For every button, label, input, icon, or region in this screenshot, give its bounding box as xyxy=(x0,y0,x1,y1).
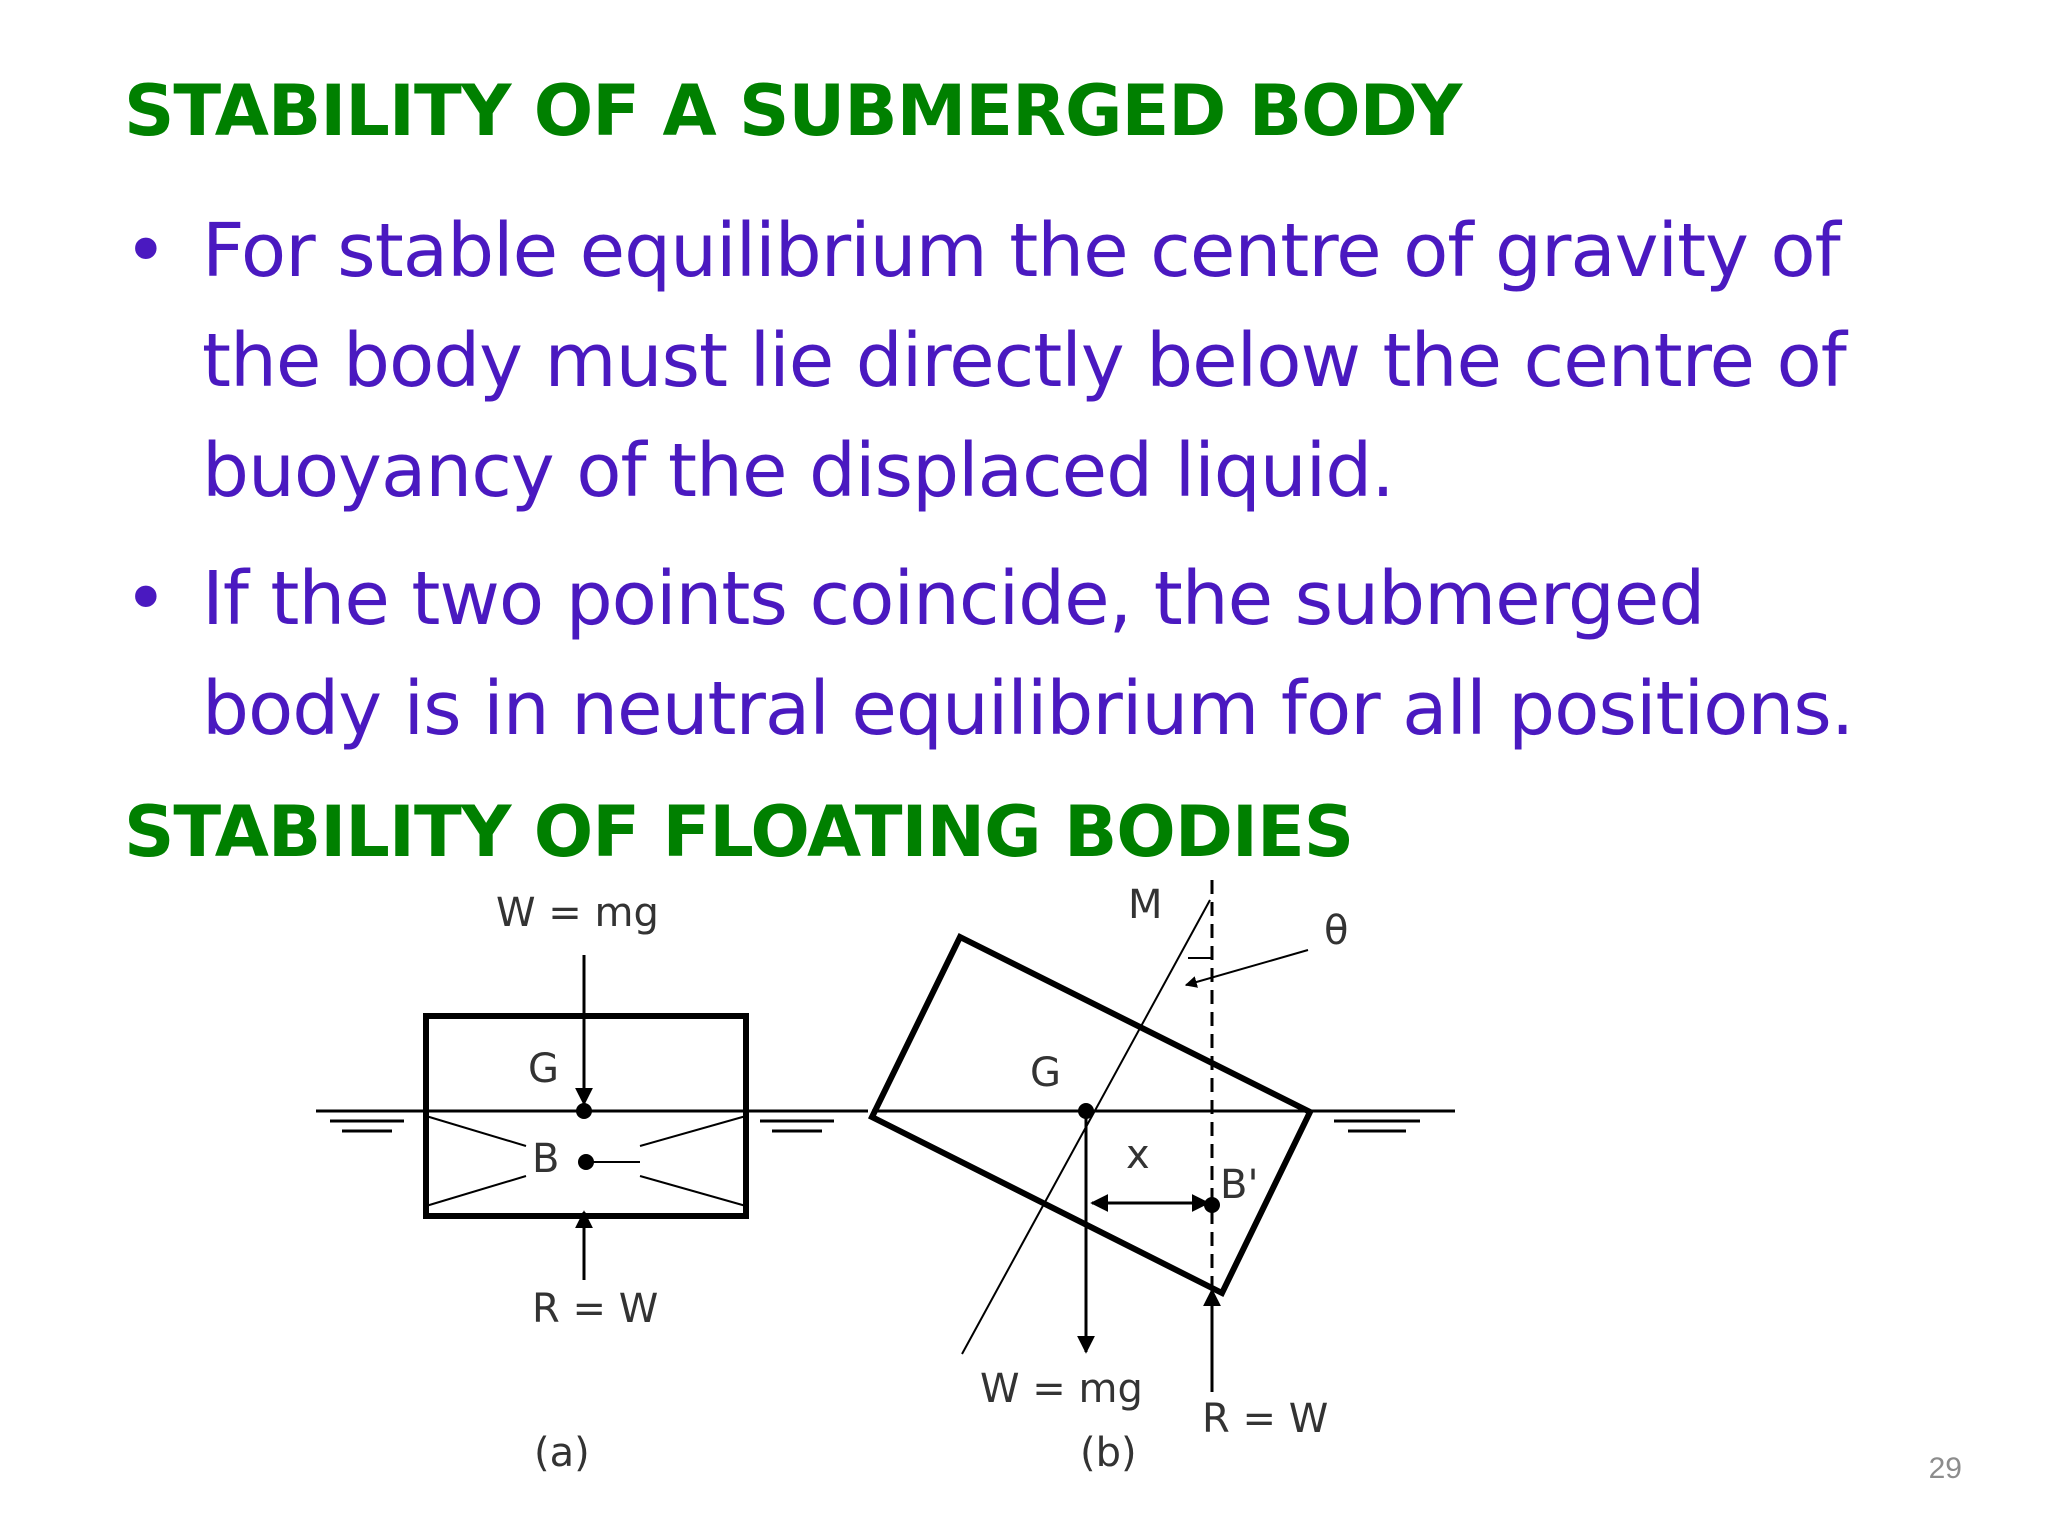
bullet-item: • For stable equilibrium the centre of g… xyxy=(124,196,2004,526)
caption-b: (b) xyxy=(1080,1430,1137,1476)
bullet-line: body is in neutral equilibrium for all p… xyxy=(202,666,1854,752)
reaction-label-a: R = W xyxy=(532,1286,658,1332)
diagram-b xyxy=(868,880,1455,1392)
point-b-prime-b xyxy=(1204,1197,1220,1213)
heading-floating-bodies: STABILITY OF FLOATING BODIES xyxy=(124,791,1354,873)
bullet-dot-icon: • xyxy=(124,556,168,642)
reaction-label-b: R = W xyxy=(1202,1396,1328,1442)
g-label-b: G xyxy=(1030,1050,1061,1096)
bullet-dot-icon: • xyxy=(124,208,168,294)
water-level-icon xyxy=(760,1119,834,1133)
point-g-b xyxy=(1078,1103,1094,1119)
bullet-line: If the two points coincide, the submerge… xyxy=(202,556,1705,642)
point-g-a xyxy=(576,1103,592,1119)
heading-submerged-body: STABILITY OF A SUBMERGED BODY xyxy=(124,70,1462,152)
bullet-line: buoyancy of the displaced liquid. xyxy=(202,428,1395,514)
bullet-line: the body must lie directly below the cen… xyxy=(202,318,1847,404)
bullet-list: • For stable equilibrium the centre of g… xyxy=(124,196,2004,764)
g-label-a: G xyxy=(528,1046,559,1092)
slide-number: 29 xyxy=(1928,1452,1962,1485)
m-label-b: M xyxy=(1128,882,1163,928)
weight-label-a: W = mg xyxy=(496,890,659,936)
water-level-icon xyxy=(1334,1119,1420,1133)
diagram-a xyxy=(316,955,868,1280)
x-label-b: x xyxy=(1126,1132,1150,1178)
weight-label-b: W = mg xyxy=(980,1366,1143,1412)
b-prime-label-b: B' xyxy=(1220,1162,1258,1208)
point-b-a xyxy=(578,1154,594,1170)
caption-a: (a) xyxy=(534,1430,590,1476)
bullet-line: For stable equilibrium the centre of gra… xyxy=(202,208,1841,294)
theta-label-b: θ xyxy=(1324,908,1348,954)
water-level-icon xyxy=(330,1119,404,1133)
theta-arrow-b xyxy=(1184,949,1309,988)
b-label-a: B xyxy=(532,1136,559,1182)
tilted-body-b xyxy=(868,932,1314,1298)
bullet-item: • If the two points coincide, the submer… xyxy=(124,544,2004,764)
